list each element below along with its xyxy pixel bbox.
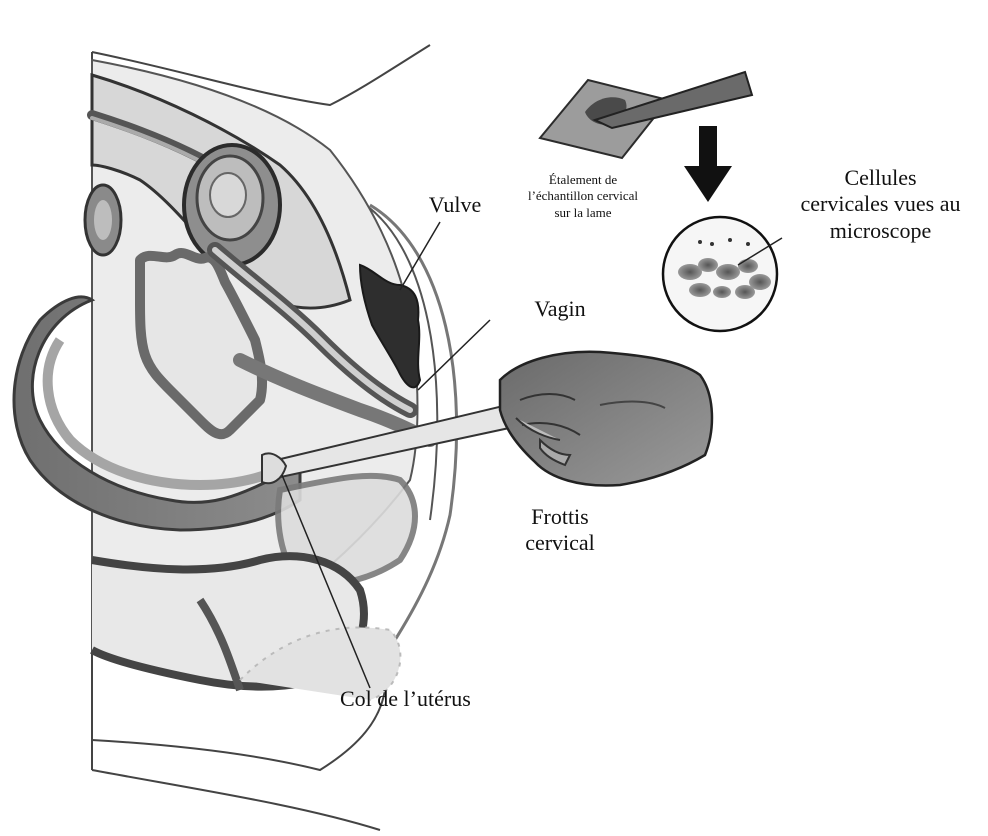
label-vagin: Vagin — [520, 296, 600, 322]
hand — [500, 352, 712, 486]
down-arrow-icon — [684, 126, 732, 202]
label-vulve: Vulve — [415, 192, 495, 218]
left-structure — [85, 185, 121, 255]
label-cellules: Cellules cervicales vues au microscope — [778, 165, 983, 244]
glass-slide — [540, 72, 752, 158]
pubic-bone — [184, 145, 280, 265]
label-frottis-cervical: Frottis cervical — [505, 504, 615, 557]
label-etalement: Étalement de l’échantillon cervical sur … — [508, 172, 658, 221]
label-col-uterus: Col de l’utérus — [340, 686, 540, 712]
microscope-view — [663, 217, 777, 331]
